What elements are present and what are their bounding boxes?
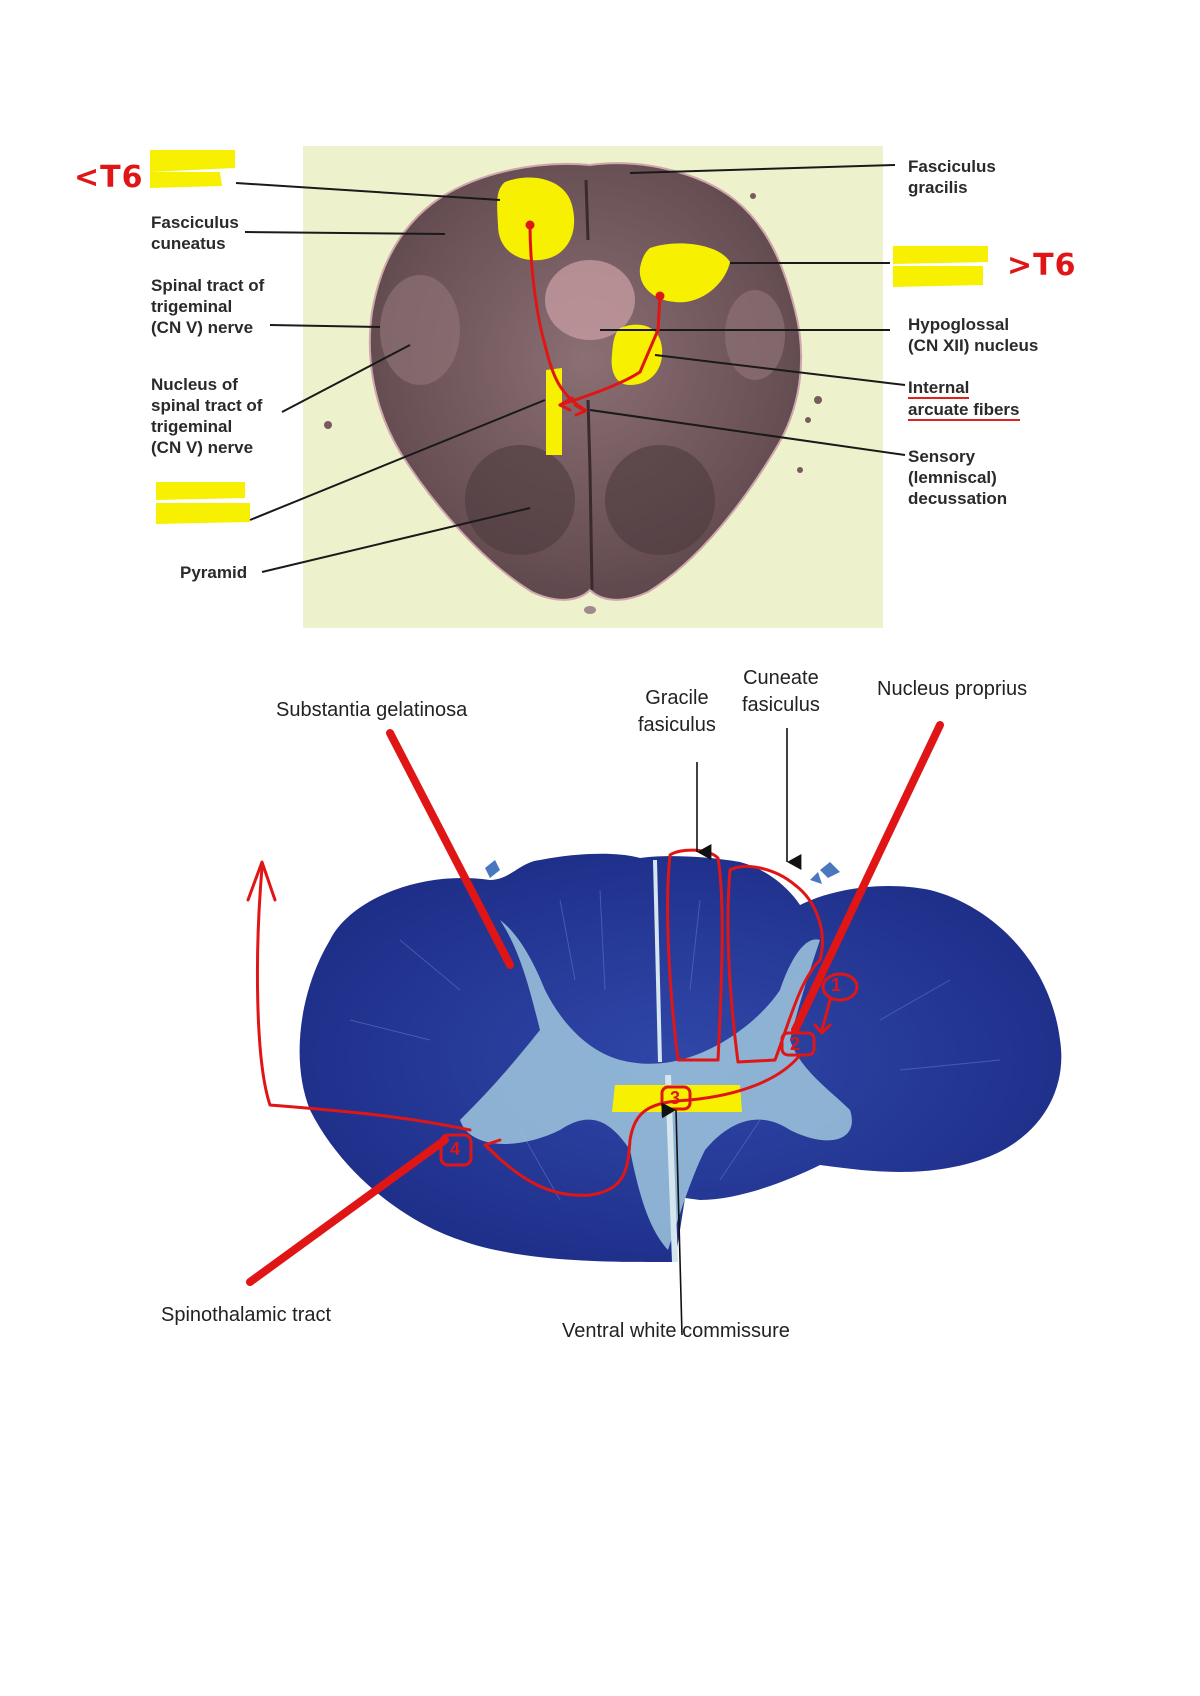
pointer-nucleus-proprius <box>791 721 944 1034</box>
top-highlights <box>150 150 988 524</box>
marker-3: 3 <box>670 1088 681 1108</box>
label-less-than-t6: <T6 <box>74 160 144 195</box>
top-leader-lines <box>235 164 906 573</box>
label-pyramid: Pyramid <box>180 563 248 582</box>
label-fasciculus-cuneatus: Fasciculus cuneatus <box>151 213 239 253</box>
marker-1: 1 <box>831 975 842 995</box>
highlight-label-gt <box>893 246 988 264</box>
label-internal-arcuate-2: arcuate fibers <box>908 400 1020 421</box>
highlight-ventral-commissure <box>612 1085 742 1112</box>
label-ventral-white-commissure: Ventral white commissure <box>562 1320 790 1342</box>
label-cuneate-fasiculus: Cuneate fasiculus <box>742 667 820 716</box>
label-hypoglossal-nucleus: Hypoglossal (CN XII) nucleus <box>908 315 1039 355</box>
spinal-cord-section <box>299 853 1062 1263</box>
highlight-label-lt <box>150 150 235 172</box>
highlight-label-ml <box>156 482 245 500</box>
highlight-medial-lemniscus <box>546 368 562 455</box>
label-gracile-fasiculus: Gracile fasiculus <box>638 687 716 736</box>
label-nucleus-spinal-tract: Nucleus of spinal tract of trigeminal (C… <box>151 375 263 457</box>
label-fasciculus-gracilis: Fasciculus gracilis <box>908 157 996 197</box>
marker-2: 2 <box>790 1034 801 1054</box>
label-spinothalamic-tract: Spinothalamic tract <box>161 1304 332 1326</box>
label-internal-arcuate-1: Internal <box>908 378 970 399</box>
label-substantia-gelatinosa: Substantia gelatinosa <box>276 699 468 721</box>
label-sensory-decussation: Sensory (lemniscal) decussation <box>908 447 1008 508</box>
outline-cuneate <box>726 865 824 1064</box>
label-greater-than-t6: >T6 <box>1007 248 1077 283</box>
bottom-black-arrows <box>661 728 802 1336</box>
pointer-spinothalamic <box>246 1136 449 1286</box>
highlight-internal-arcuate <box>611 324 663 385</box>
label-spinal-tract-trigeminal: Spinal tract of trigeminal (CN V) nerve <box>151 276 265 337</box>
pointer-substantia-gelatinosa <box>386 729 514 969</box>
top-red-tracts <box>525 220 665 417</box>
bottom-red-annotations <box>246 721 944 1286</box>
highlight-cuneate-nucleus <box>639 243 730 303</box>
highlight-gracilis-nucleus <box>497 177 575 261</box>
label-nucleus-proprius: Nucleus proprius <box>877 678 1028 700</box>
marker-4: 4 <box>450 1139 461 1159</box>
